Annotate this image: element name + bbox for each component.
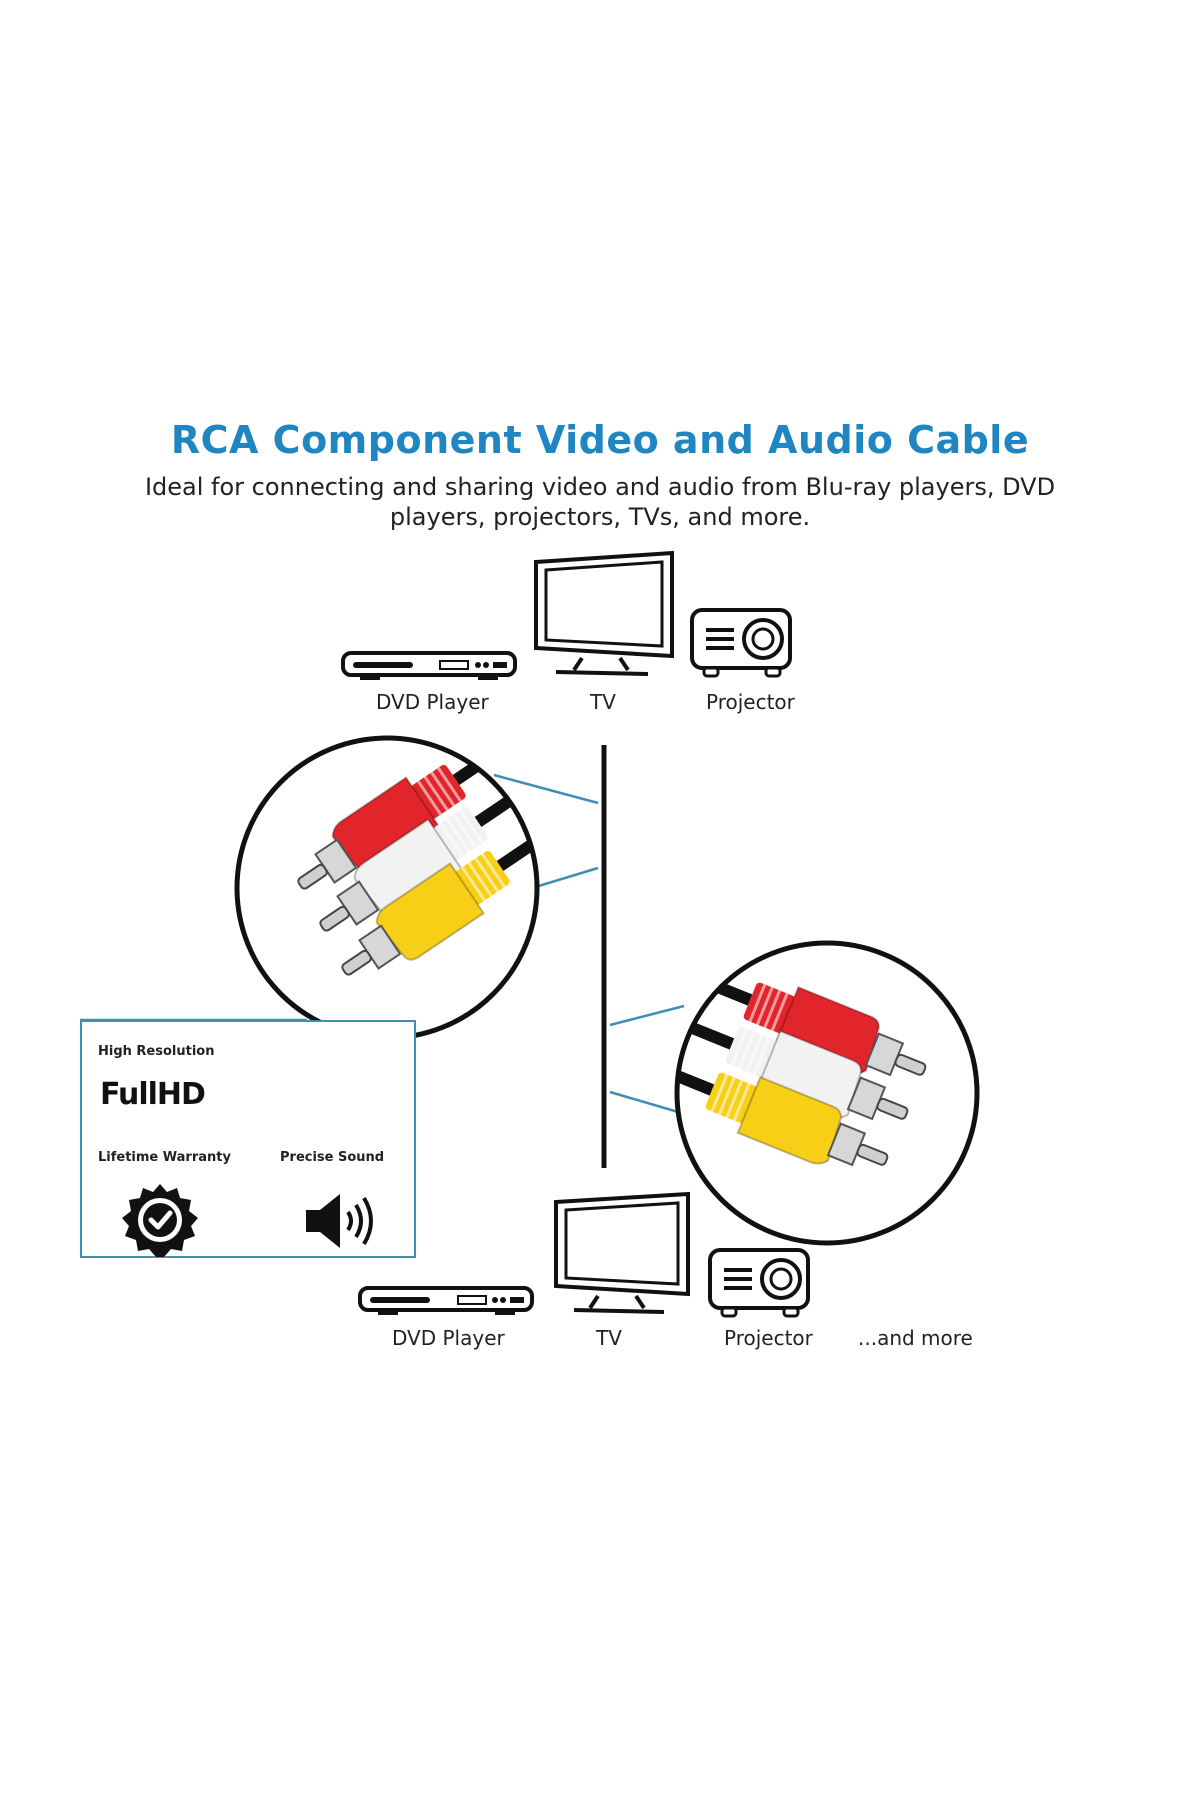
feature-high-resolution: High Resolution xyxy=(98,1044,215,1059)
warranty-badge-icon xyxy=(122,1184,198,1257)
projector-icon xyxy=(690,608,792,678)
tv-icon xyxy=(554,1191,690,1314)
bottom-label-dvd-player: DVD Player xyxy=(392,1326,505,1350)
bottom-label-and-more: ...and more xyxy=(858,1326,973,1350)
top-label-projector: Projector xyxy=(706,690,795,714)
bottom-label-projector: Projector xyxy=(724,1326,813,1350)
feature-precise-sound: Precise Sound xyxy=(280,1150,385,1165)
dvd-player-icon xyxy=(358,1286,534,1315)
dvd-player-icon xyxy=(341,651,517,680)
rca-plugs-closeup-left xyxy=(234,735,540,1041)
page-subtitle: Ideal for connecting and sharing video a… xyxy=(144,473,1056,531)
feature-lifetime-warranty: Lifetime Warranty xyxy=(98,1150,231,1165)
top-label-tv: TV xyxy=(590,690,616,714)
fullhd-logo: FullHD xyxy=(100,1077,206,1112)
rca-plugs-closeup-right xyxy=(674,940,980,1246)
speaker-volume-icon xyxy=(306,1194,373,1248)
top-label-dvd-player: DVD Player xyxy=(376,690,489,714)
page-title: RCA Component Video and Audio Cable xyxy=(170,418,1030,462)
bottom-label-tv: TV xyxy=(596,1326,622,1350)
feature-box: High Resolution FullHD Lifetime Warranty… xyxy=(80,1020,416,1258)
tv-icon xyxy=(534,550,674,676)
projector-icon xyxy=(708,1248,810,1318)
